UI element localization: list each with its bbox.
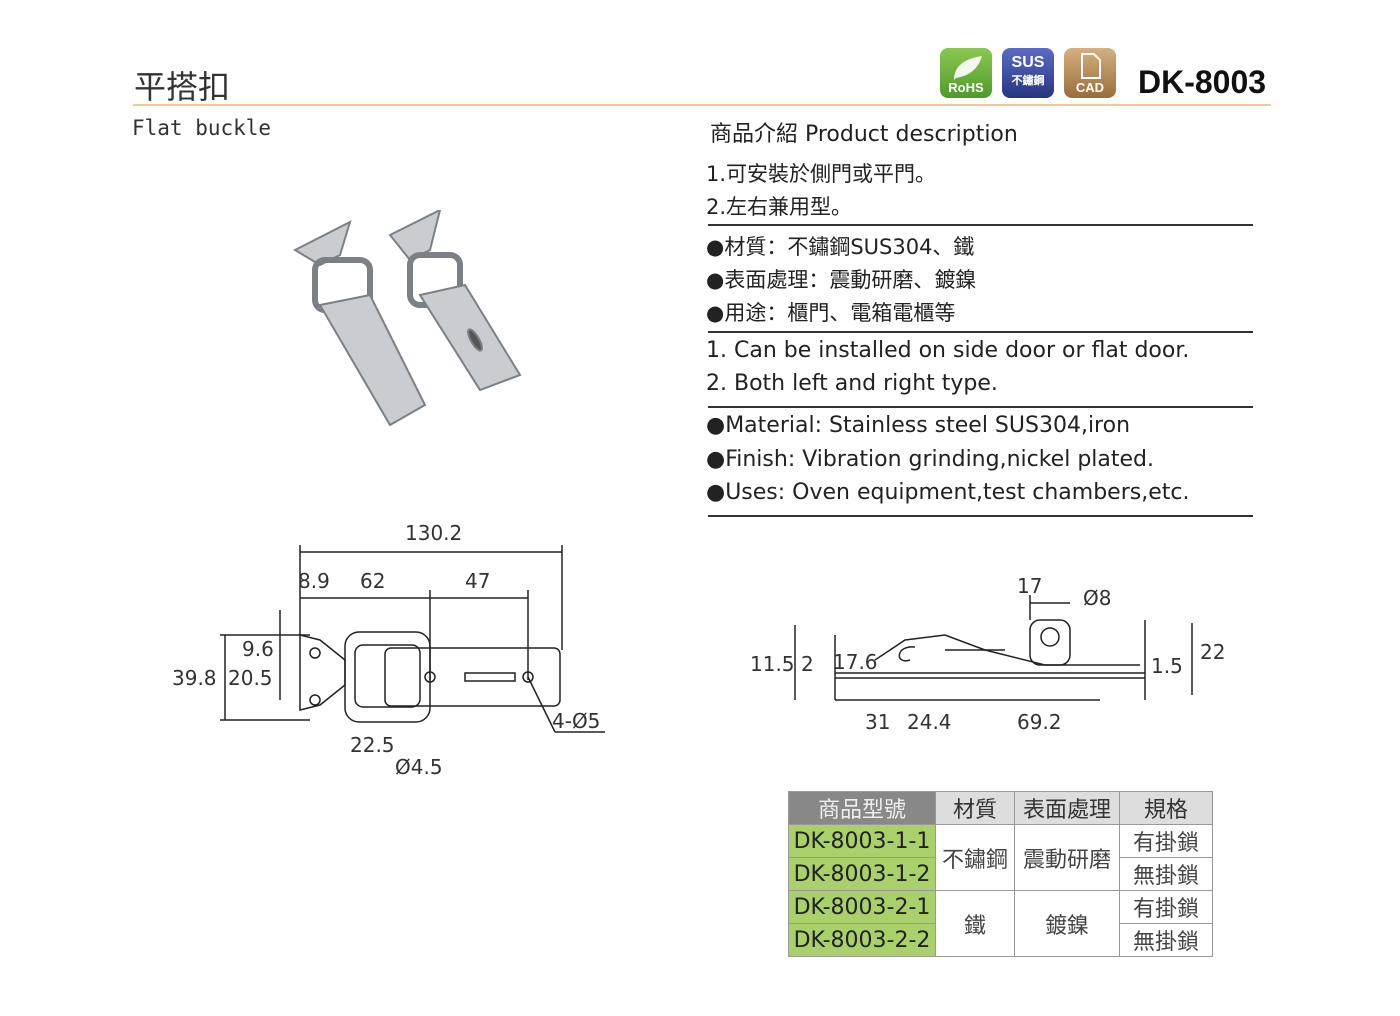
dim-9-6: 9.6	[242, 637, 274, 661]
model-number: DK-8003	[1138, 64, 1267, 100]
spec-cell: 無掛鎖	[1119, 857, 1213, 891]
divider	[708, 224, 1253, 226]
en-spec: ●Material: Stainless steel SUS304,iron	[706, 413, 1131, 438]
dim-overall-length: 130.2	[405, 521, 462, 545]
dim-8-9: 8.9	[298, 569, 330, 593]
table-row: DK-8003-1-1 不鏽鋼 震動研磨 有掛鎖	[788, 824, 1213, 891]
table-row: DK-8003-2-2 無掛鎖	[788, 923, 1213, 957]
table-row: DK-8003-1-2 無掛鎖	[788, 857, 1213, 891]
dim-17-6: 17.6	[833, 650, 878, 674]
finish-cell: 鍍鎳	[1014, 890, 1120, 957]
model-cell: DK-8003-2-2	[788, 923, 936, 957]
top-view-drawing: 130.2 8.9 62 47 9.6 39.8 20.5 22.5 Ø4.5 …	[172, 521, 605, 779]
header-spec: 規格	[1119, 791, 1213, 825]
rohs-leaf-icon: RoHS	[940, 48, 992, 98]
dim-69-2: 69.2	[1017, 710, 1062, 734]
dim-39-8: 39.8	[172, 666, 217, 690]
model-cell: DK-8003-1-2	[788, 857, 936, 891]
dim-47: 47	[465, 569, 490, 593]
dim-17: 17	[1017, 574, 1042, 598]
model-cell: DK-8003-1-1	[788, 824, 936, 858]
divider	[708, 406, 1253, 408]
model-table: 商品型號 材質 表面處理 規格 DK-8003-1-1 不鏽鋼 震動研磨 有掛鎖…	[788, 791, 1213, 957]
dim-62: 62	[360, 569, 385, 593]
dim-hole-4-5: Ø4.5	[395, 755, 443, 779]
page-title: 平搭扣	[134, 68, 231, 106]
rohs-label: RoHS	[948, 80, 984, 95]
sus-badge-icon: SUS 不鏽鋼	[1002, 48, 1054, 98]
table-header-row: 商品型號 材質 表面處理 規格	[788, 791, 1213, 825]
side-view-drawing: 17 Ø8 11.5 2 17.6 1.5 22 31 24.4 69.2	[750, 574, 1225, 734]
dim-2: 2	[801, 652, 814, 676]
dim-11-5: 11.5	[750, 652, 795, 676]
header-finish: 表面處理	[1014, 791, 1120, 825]
sus-label: SUS	[1011, 54, 1045, 71]
spec-cell: 無掛鎖	[1119, 923, 1213, 957]
product-photo	[292, 210, 522, 427]
dim-24-4: 24.4	[907, 710, 952, 734]
dim-holes-5: 4-Ø5	[552, 709, 600, 733]
spec-cell: 有掛鎖	[1119, 890, 1213, 924]
zh-feature: 1.可安裝於側門或平門。	[706, 162, 937, 186]
description-heading: 商品介紹 Product description	[710, 122, 1018, 147]
material-cell: 不鏽鋼	[935, 824, 1015, 891]
material-cell: 鐵	[935, 890, 1015, 957]
page-subtitle: Flat buckle	[132, 116, 272, 140]
table-row: DK-8003-2-1 鐵 鍍鎳 有掛鎖	[788, 890, 1213, 957]
dim-20-5: 20.5	[228, 666, 273, 690]
dim-22-5: 22.5	[350, 733, 395, 757]
dim-pin-8: Ø8	[1083, 586, 1111, 610]
en-spec: ●Finish: Vibration grinding,nickel plate…	[706, 447, 1155, 472]
zh-spec: ●材質：不鏽鋼SUS304、鐵	[706, 235, 975, 259]
dim-22: 22	[1200, 640, 1225, 664]
en-spec: ●Uses: Oven equipment,test chambers,etc.	[706, 480, 1190, 505]
divider	[708, 515, 1253, 517]
header-divider	[133, 104, 1271, 106]
header-model: 商品型號	[788, 791, 936, 825]
zh-spec: ●表面處理：震動研磨、鍍鎳	[706, 268, 977, 292]
model-cell: DK-8003-2-1	[788, 890, 936, 924]
dim-1-5: 1.5	[1151, 654, 1183, 678]
zh-feature: 2.左右兼用型。	[706, 195, 853, 219]
divider	[708, 331, 1253, 333]
dim-31: 31	[865, 710, 890, 734]
en-feature: 1. Can be installed on side door or flat…	[706, 338, 1190, 363]
header-material: 材質	[935, 791, 1015, 825]
cad-label: CAD	[1075, 80, 1105, 95]
sus-sub-label: 不鏽鋼	[1011, 75, 1045, 87]
spec-cell: 有掛鎖	[1119, 824, 1213, 858]
zh-spec: ●用途：櫃門、電箱電櫃等	[706, 301, 956, 325]
finish-cell: 震動研磨	[1014, 824, 1120, 891]
en-feature: 2. Both left and right type.	[706, 371, 998, 396]
cad-file-icon: CAD	[1064, 48, 1116, 98]
